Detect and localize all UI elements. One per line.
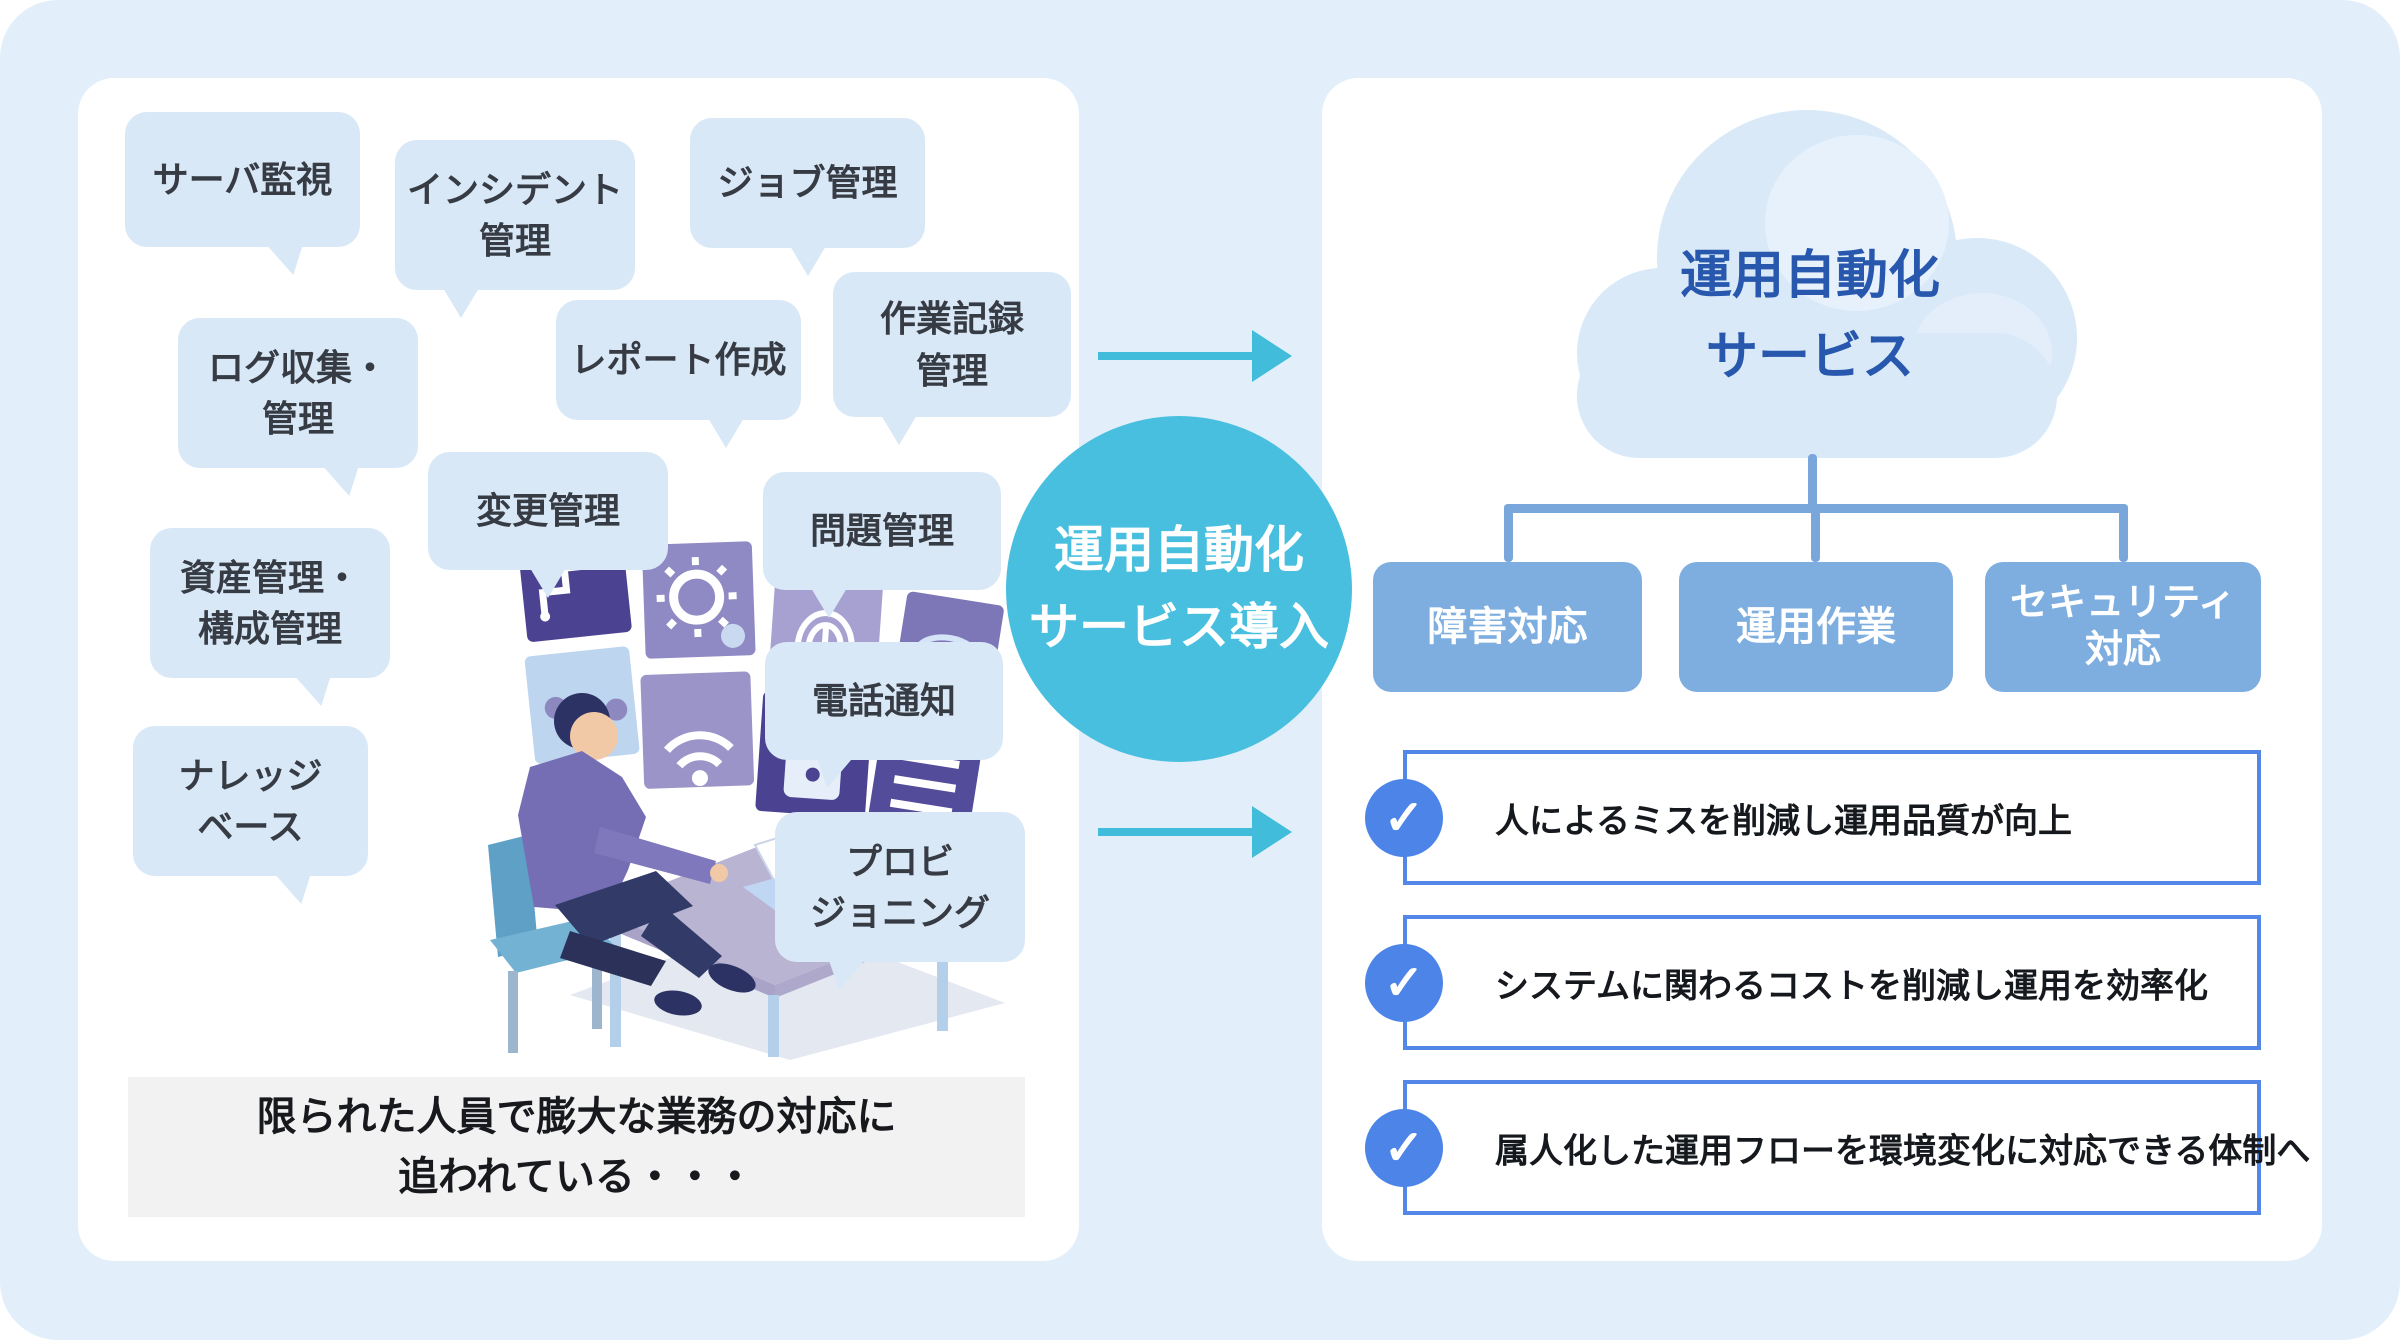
leg-back [560,931,666,986]
task-bubble-label: ログ収集・ 管理 [207,346,388,439]
cloud-icon [1577,110,2077,458]
task-bubble-label: ジョブ管理 [717,162,898,204]
shoe [708,963,756,993]
cloud-title: 運用自動化 サービス [1679,247,1940,386]
arrow-shaft [1098,352,1256,360]
flow-arrow-bottom [1098,806,1298,858]
benefit-text: 属人化した運用フローを環境変化に対応できる体制へ [1495,1132,2311,1170]
check-icon: ✓ [1365,1108,1443,1187]
category-box-incident-response: 障害対応 [1373,562,1642,692]
tree-drop-2 [1811,504,1820,562]
flow-arrow-top [1098,330,1298,382]
head [570,712,618,760]
arm [594,827,716,884]
category-box-security: セキュリティ 対応 [1985,562,2261,692]
task-bubble-label: プロビ ジョニング [809,840,990,933]
task-bubble-knowledge: ナレッジ ベース [133,726,368,876]
task-bubble-label: ナレッジ ベース [178,754,323,847]
adoption-circle: 運用自動化 サービス導入 [1006,416,1352,762]
benefit-item-quality: ✓ 人によるミスを削減し運用品質が向上 [1365,750,2261,885]
tree-drop-3 [2119,504,2128,562]
torso [518,751,646,913]
arrow-head-icon [1252,330,1292,382]
tree-drop-1 [1504,504,1513,562]
shoe-back [654,990,702,1016]
task-bubble-change: 変更管理 [428,452,668,598]
task-bubble-problem: 問題管理 [763,472,1001,618]
task-bubble-provisioning: プロビ ジョニング [775,812,1025,962]
arrow-shaft [1098,828,1256,836]
check-icon: ✓ [1365,943,1443,1022]
category-box-operations: 運用作業 [1679,562,1953,692]
task-bubble-asset: 資産管理・ 構成管理 [150,528,390,678]
task-bubble-label: 資産管理・ 構成管理 [179,556,360,649]
task-bubble-label: サーバ監視 [152,158,333,200]
benefit-item-cost: ✓ システムに関わるコストを削減し運用を効率化 [1365,915,2261,1050]
benefit-item-resilience: ✓ 属人化した運用フローを環境変化に対応できる体制へ [1365,1080,2310,1215]
benefit-text: システムに関わるコストを削減し運用を効率化 [1495,967,2208,1005]
task-bubble-work-record: 作業記録 管理 [833,272,1071,445]
thigh [555,871,693,946]
benefit-text: 人によるミスを削減し運用品質が向上 [1495,802,2072,840]
arrow-head-icon [1252,806,1292,858]
task-bubble-label: 変更管理 [475,490,620,532]
shin [641,904,722,978]
current-state-panel: サーバ監視 インシデント 管理 ジョブ管理 ログ収集・ 管理 レポート作成 作業… [78,78,1079,1261]
adoption-circle-label: 運用自動化 サービス導入 [1029,521,1329,656]
task-bubble-label: インシデント 管理 [406,168,623,261]
problem-caption-text: 限られた人員で膨大な業務の対応に 追われている・・・ [256,1095,897,1199]
problem-caption: 限られた人員で膨大な業務の対応に 追われている・・・ [128,1077,1025,1217]
task-bubble-label: レポート作成 [570,339,787,381]
task-bubble-server-monitoring: サーバ監視 [125,112,360,247]
wifi-icon [663,731,734,787]
hand [710,864,728,882]
task-bubble-job: ジョブ管理 [690,118,925,276]
task-bubble-phone: 電話通知 [765,642,1003,760]
gear-icon [656,556,746,648]
monitor-column-2 [640,541,756,789]
task-bubble-incident: インシデント 管理 [395,140,635,318]
task-bubble-report: レポート作成 [556,300,801,448]
task-bubble-label: 作業記録 管理 [879,298,1024,391]
future-state-panel: 運用自動化 サービス 障害対応 運用作業 セキュリティ 対応 ✓ 人によるミスを… [1322,78,2322,1261]
task-bubble-label: 電話通知 [811,680,956,722]
check-icon: ✓ [1365,778,1443,857]
task-bubble-log: ログ収集・ 管理 [178,318,418,468]
tree-stem [1808,454,1817,508]
task-bubble-label: 問題管理 [809,510,954,552]
operator-person [518,693,756,1016]
